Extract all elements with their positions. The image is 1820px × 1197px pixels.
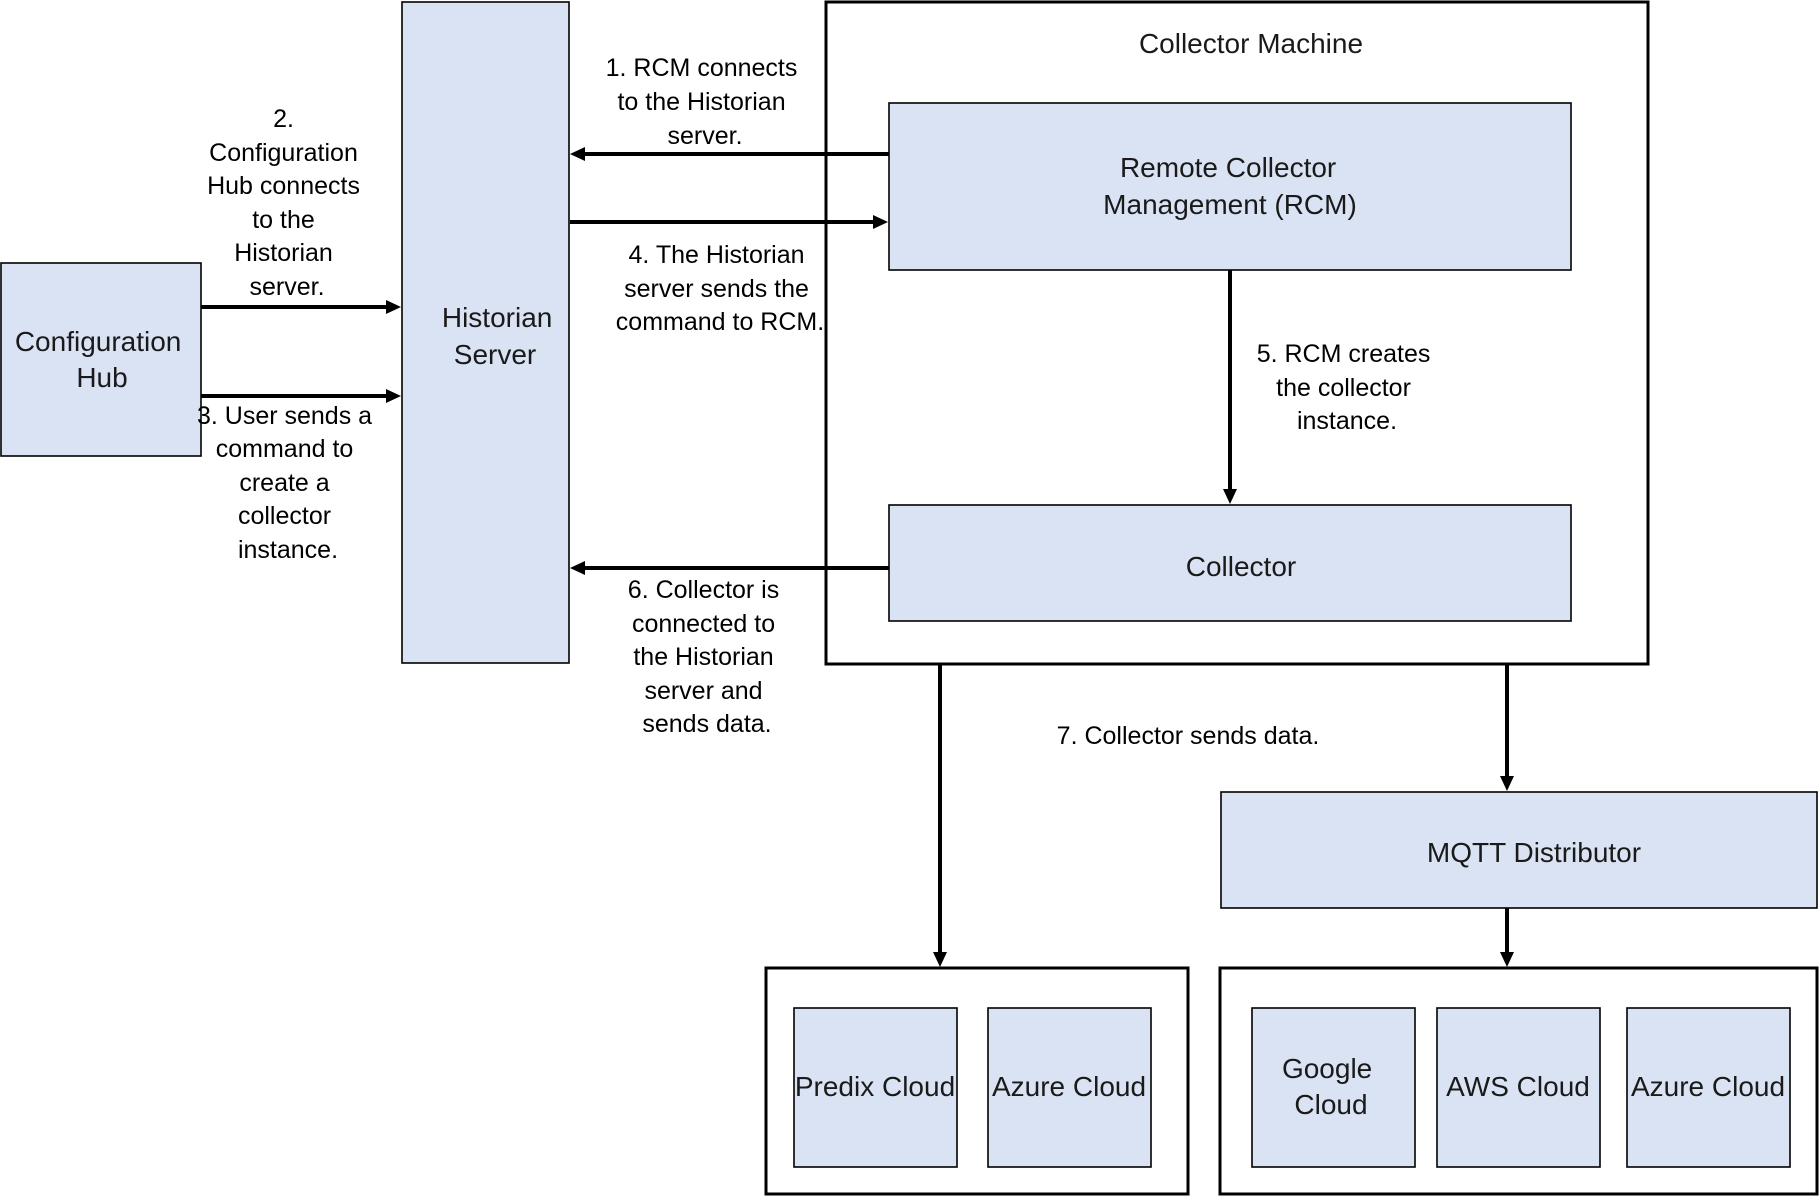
mqtt-distributor-label: MQTT Distributor [1427,837,1641,868]
azure-cloud-left-label: Azure Cloud [992,1071,1146,1102]
predix-cloud-box [793,1007,958,1168]
google-cloud-box [1251,1007,1416,1168]
arrow-hub-to-historian-step2 [201,300,401,314]
arrow-rcm-to-historian-step1 [570,147,889,161]
google-cloud-label: Google Cloud [1282,1053,1380,1120]
arrow-hub-to-historian-step3 [201,389,401,403]
aws-cloud-box [1436,1007,1601,1168]
collector-label: Collector [1186,551,1296,582]
step3-annotation: 3. User sends a command to create a coll… [197,402,379,564]
aws-cloud-label: AWS Cloud [1446,1071,1590,1102]
arrow-machine-to-direct-clouds [933,664,947,967]
collector-machine-label: Collector Machine [1139,28,1363,59]
step5-annotation: 5. RCM creates the collector instance. [1257,340,1438,435]
mqtt-distributor-box [1220,791,1818,909]
configuration-hub-box [0,262,202,457]
azure-cloud-right-label: Azure Cloud [1631,1071,1785,1102]
rcm-label: Remote Collector Management (RCM) [1103,152,1357,220]
collector-box [888,504,1572,622]
historian-server-box [401,1,570,664]
azure-cloud-right-box [1626,1007,1791,1168]
historian-server-label: Historian Server [442,302,560,370]
step7-annotation: 7. Collector sends data. [1057,722,1320,750]
arrow-mqtt-to-clouds [1500,908,1514,967]
configuration-hub-label: Configuration Hub [15,326,189,393]
step1-annotation: 1. RCM connects to the Historian server. [606,54,805,150]
rcm-box [888,102,1572,271]
azure-cloud-left-box [987,1007,1152,1168]
predix-cloud-label: Predix Cloud [795,1071,955,1102]
step6-annotation: 6. Collector is connected to the Histori… [628,576,786,738]
step4-annotation: 4. The Historian server sends the comman… [616,241,824,336]
arrow-historian-to-rcm-step4 [570,215,888,229]
arrow-rcm-to-collector-step5 [1223,270,1237,504]
arrow-machine-to-mqtt [1500,664,1514,791]
step2-annotation: 2. Configuration Hub connects to the His… [207,105,367,301]
arrow-collector-to-historian-step6 [570,561,889,575]
